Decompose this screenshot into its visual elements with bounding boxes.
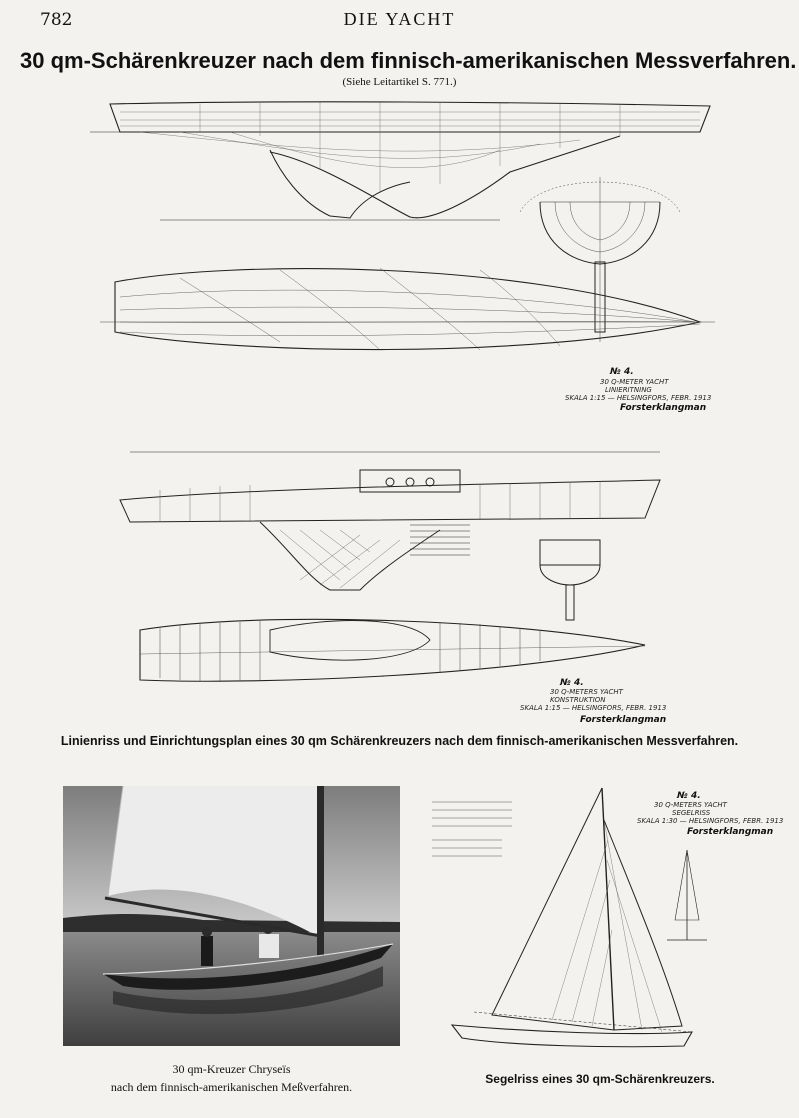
arrangement-label-no: № 4. (559, 678, 584, 688)
sail-plan-caption: Segelriss eines 30 qm-Schärenkreuzers. (485, 1072, 715, 1086)
lines-label-name: 30 Q-METER YACHT (600, 378, 669, 386)
sail-label-scale: SKALA 1:30 — HELSINGFORS, FEBR. 1913 (637, 817, 783, 825)
article-subtitle: (Siehe Leitartikel S. 771.) (342, 76, 457, 88)
page-number: 782 (40, 10, 73, 30)
sail-plan-spec-notes (432, 801, 512, 857)
running-head: DIE YACHT (343, 9, 456, 29)
arrangement-signature: Forsterklangman (580, 715, 666, 725)
lines-plan-drawing: № 4. 30 Q-METER YACHT LINIERITNING SKALA… (90, 101, 715, 413)
sail-label-name: 30 Q-METERS YACHT (654, 801, 728, 809)
sail-plan-drawing: № 4. 30 Q-METERS YACHT SEGELRISS SKALA 1… (432, 787, 783, 1048)
lines-label-kind: LINIERITNING (605, 386, 652, 394)
arrangement-label-name: 30 Q-METERS YACHT (550, 688, 624, 696)
photo-caption-line-1: 30 qm-Kreuzer Chryseïs (172, 1062, 291, 1076)
sail-label-no: № 4. (676, 791, 701, 801)
boat-photo-image (63, 785, 400, 1046)
arrangement-label-kind: KONSTRUKTION (550, 696, 606, 704)
arrangement-plan-drawing: № 4. 30 Q-METERS YACHT KONSTRUKTION SKAL… (119, 451, 666, 725)
plans-caption: Linienriss und Einrichtungsplan eines 30… (60, 734, 739, 748)
photo-caption-line-2: nach dem finnisch-amerikanischen Meßverf… (110, 1080, 353, 1094)
sail-label-kind: SEGELRISS (672, 809, 711, 817)
lines-label-scale: SKALA 1:15 — HELSINGFORS, FEBR. 1913 (565, 394, 711, 402)
lines-signature: Forsterklangman (620, 403, 706, 413)
article-title: 30 qm-Schärenkreuzer nach dem finnisch-a… (20, 48, 797, 73)
boat-photo (63, 785, 400, 1046)
lines-label-no: № 4. (609, 367, 634, 377)
sail-signature: Forsterklangman (687, 827, 773, 837)
photo-caption: 30 qm-Kreuzer Chryseïs nach dem finnisch… (63, 1060, 400, 1096)
arrangement-label-scale: SKALA 1:15 — HELSINGFORS, FEBR. 1913 (520, 704, 666, 712)
